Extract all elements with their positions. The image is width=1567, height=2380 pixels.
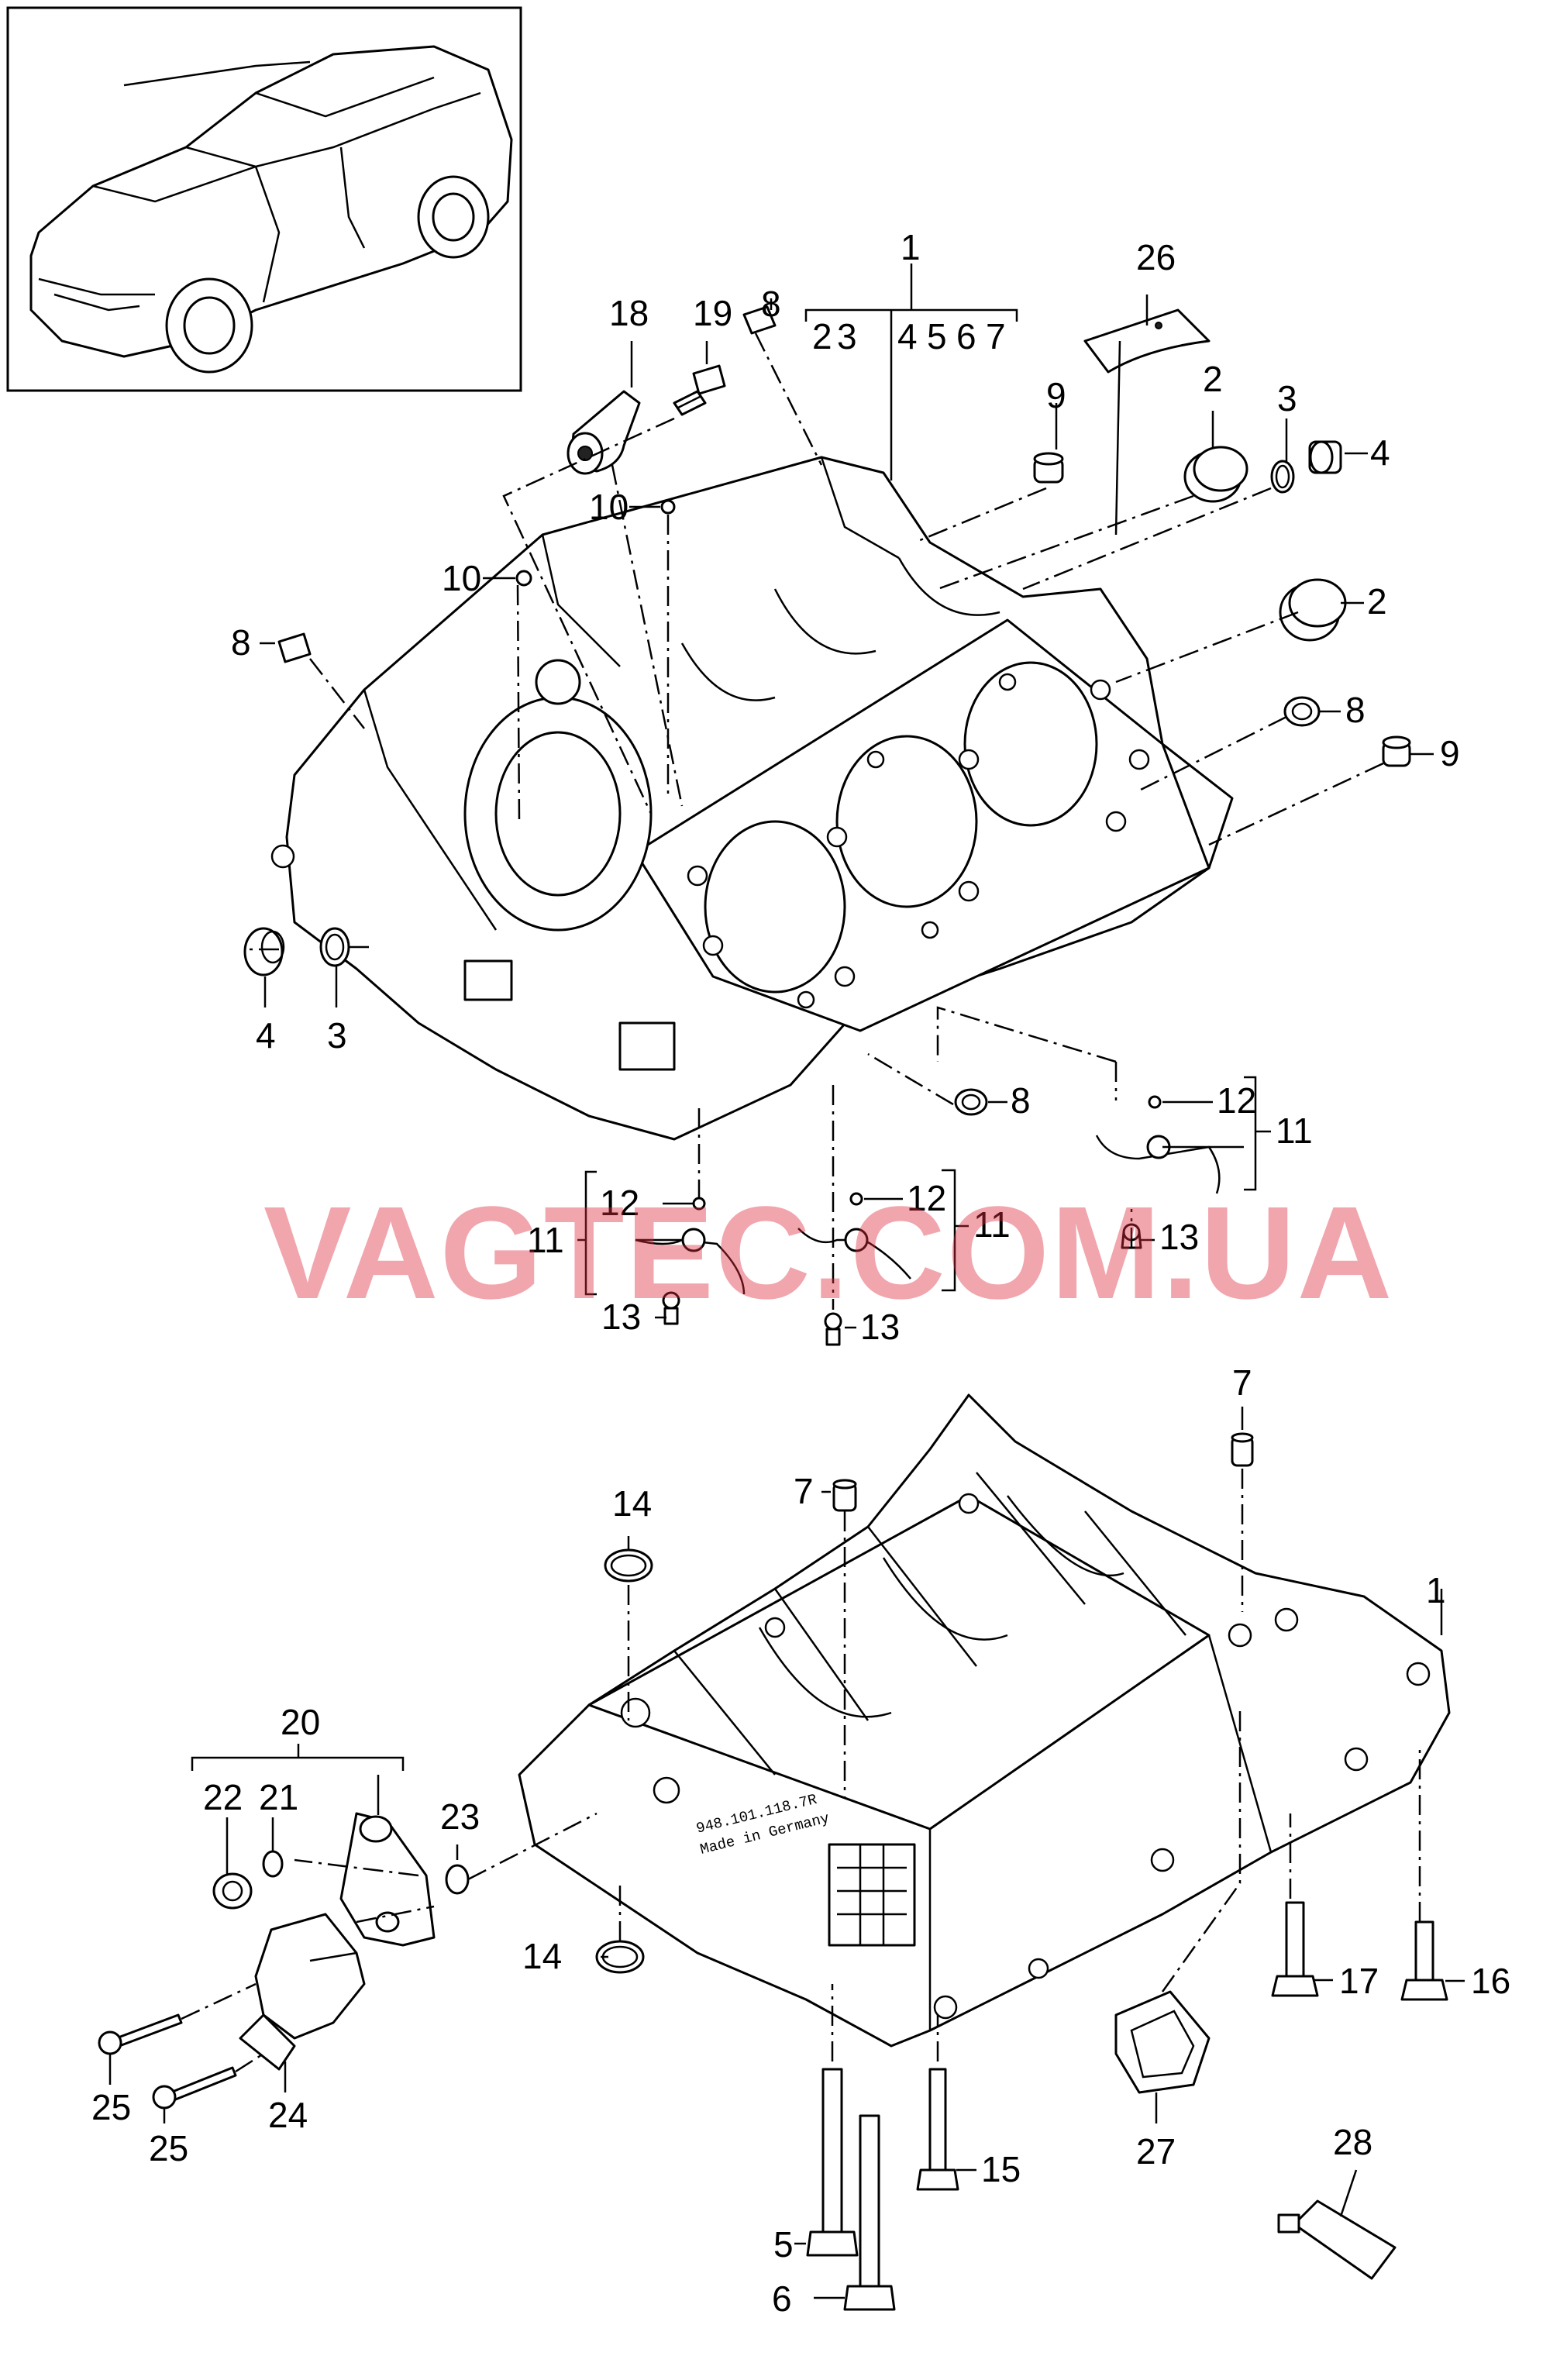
- label-8-right: 8: [1345, 690, 1366, 730]
- label-1-top: 1: [901, 227, 921, 267]
- sleeve-8-right: [1283, 696, 1321, 727]
- dowel-7-b: [1231, 1432, 1254, 1467]
- dowel-8-top: [742, 305, 777, 335]
- label-12-mid: 12: [907, 1178, 946, 1218]
- label-4-bottom: 4: [256, 1015, 276, 1056]
- plug-2-mid: [1279, 578, 1347, 642]
- oring-3-bottom: [319, 927, 350, 967]
- label-16: 16: [1471, 1961, 1510, 2001]
- label-22: 22: [203, 1777, 243, 1817]
- label-28: 28: [1333, 2122, 1372, 2162]
- plug-4-bottom: [243, 927, 285, 976]
- label-9-right: 9: [1440, 733, 1460, 773]
- label-18: 18: [609, 293, 649, 333]
- label-3-bottom: 3: [327, 1015, 347, 1056]
- bearing-shell-26: [1083, 308, 1211, 374]
- label-7-a: 7: [794, 1471, 814, 1511]
- pin-10-a: [660, 499, 676, 515]
- label-5: 5: [773, 2224, 794, 2265]
- sleeve-8-low: [954, 1088, 988, 1116]
- label-3-top: 3: [1277, 378, 1297, 418]
- label-group-4: 4: [897, 316, 918, 356]
- bolt-15: [916, 2068, 959, 2191]
- label-group-6: 6: [956, 316, 976, 356]
- spray-jet-11-left: [635, 1197, 746, 1325]
- oring-14-bottom: [595, 1940, 645, 1974]
- label-10-b: 10: [442, 558, 481, 598]
- sealant-tube-28: [1277, 2199, 1397, 2280]
- label-11-mid: 11: [973, 1204, 1011, 1245]
- label-19: 19: [693, 293, 732, 333]
- label-15: 15: [981, 2149, 1021, 2189]
- dowel-7-a: [832, 1479, 857, 1512]
- oring-14-top: [604, 1548, 653, 1583]
- upper-crankcase-block: [270, 456, 1234, 1141]
- watermark-text: VAGTEC.COM.UA: [263, 1180, 1393, 1327]
- label-23: 23: [440, 1796, 480, 1837]
- bolt-16: [1400, 1920, 1448, 2001]
- oring-3-top: [1270, 460, 1295, 494]
- vehicle-thumbnail: [6, 6, 522, 392]
- label-7-b: 7: [1232, 1362, 1252, 1403]
- sleeve-9-top: [1033, 452, 1064, 484]
- sensor-18: [567, 390, 641, 475]
- sleeve-8-left: [277, 632, 312, 663]
- label-25-a: 25: [91, 2087, 131, 2127]
- label-group-2: 2: [812, 316, 832, 356]
- bolt-19: [673, 364, 726, 416]
- plug-4-top: [1308, 440, 1342, 474]
- label-group-3: 3: [837, 316, 857, 356]
- plug-2-top: [1183, 446, 1248, 503]
- label-14-bottom: 14: [522, 1936, 562, 1976]
- label-group-7: 7: [986, 316, 1006, 356]
- label-6: 6: [772, 2278, 792, 2319]
- label-24: 24: [268, 2095, 308, 2135]
- cover-27: [1114, 1990, 1211, 2094]
- label-9-top: 9: [1046, 375, 1066, 415]
- label-12-left: 12: [600, 1183, 639, 1223]
- leader-lines: [108, 263, 1465, 2299]
- label-11-left: 11: [527, 1220, 564, 1260]
- label-17: 17: [1339, 1961, 1379, 2001]
- label-10-a: 10: [589, 487, 629, 527]
- callout-labels: 1 2 3 4 5 6 7 26 18 19 8 9 2 3 4 10 10 8…: [91, 227, 1510, 2319]
- pin-10-b: [515, 570, 532, 587]
- oil-pump-assembly-20: [212, 1812, 470, 2071]
- label-2-mid: 2: [1367, 581, 1387, 622]
- label-4-top: 4: [1370, 432, 1390, 473]
- lower-crankcase-bedplate: 948.101.118.7R Made in Germany: [518, 1393, 1451, 2048]
- label-12-right: 12: [1217, 1080, 1256, 1121]
- label-21: 21: [259, 1777, 298, 1817]
- label-13-right: 13: [1159, 1217, 1199, 1257]
- label-2-top: 2: [1203, 359, 1223, 399]
- bolt-25-b: [152, 2066, 237, 2110]
- label-13-mid: 13: [860, 1307, 900, 1347]
- bolt-5: [806, 2068, 859, 2257]
- label-26: 26: [1136, 237, 1176, 277]
- label-group-5: 5: [927, 316, 947, 356]
- label-8-top: 8: [761, 284, 781, 324]
- bolt-25-a: [98, 2013, 183, 2055]
- label-13-left: 13: [601, 1297, 641, 1337]
- label-25-b: 25: [149, 2128, 188, 2168]
- label-20: 20: [281, 1702, 320, 1742]
- sleeve-9-right: [1382, 735, 1411, 767]
- label-8-left: 8: [231, 622, 251, 663]
- label-27: 27: [1136, 2131, 1176, 2172]
- label-11-right: 11: [1276, 1111, 1313, 1151]
- bolt-17: [1271, 1901, 1319, 1997]
- label-8-low: 8: [1011, 1080, 1031, 1121]
- bolt-6: [843, 2114, 896, 2311]
- label-1-lower: 1: [1426, 1570, 1446, 1610]
- label-14-top: 14: [612, 1483, 652, 1524]
- spray-jet-11-mid: [797, 1192, 911, 1346]
